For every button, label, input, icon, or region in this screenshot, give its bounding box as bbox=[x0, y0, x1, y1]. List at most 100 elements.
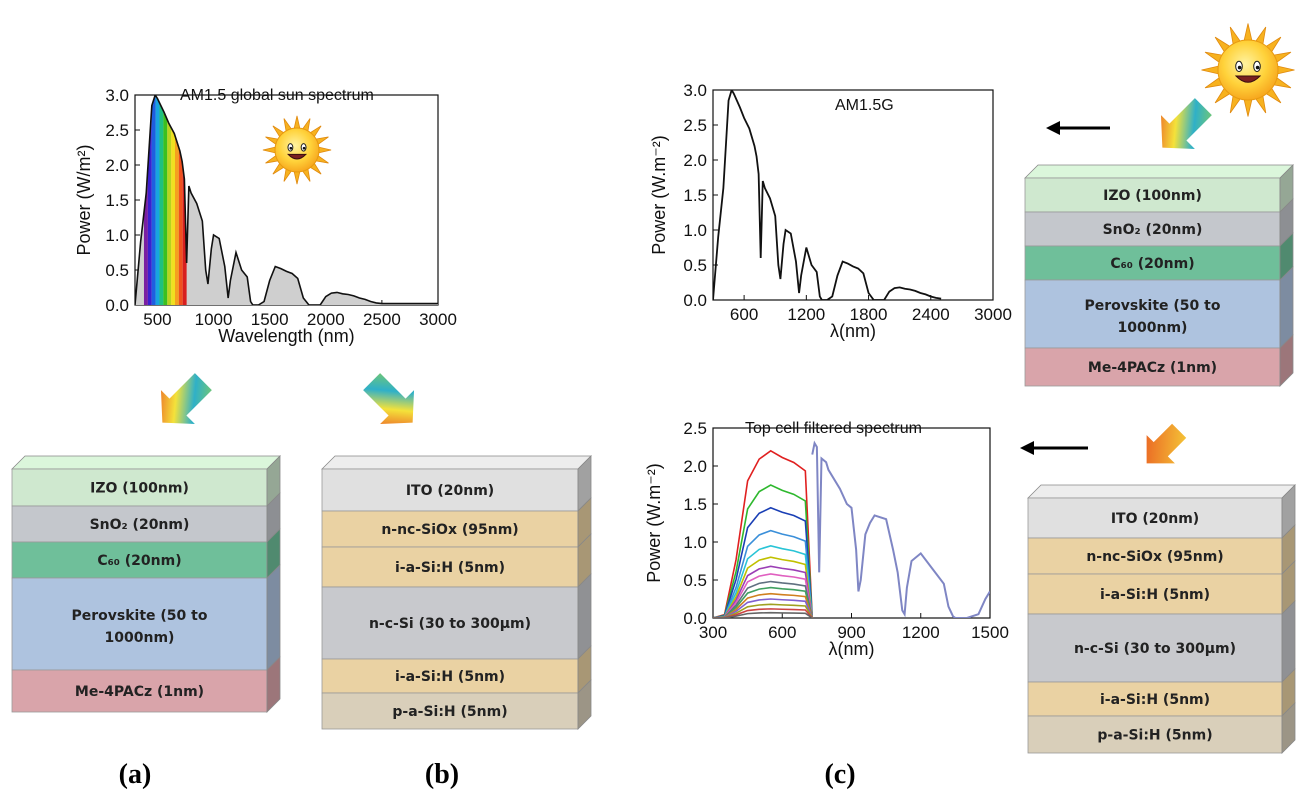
sun-icon bbox=[262, 115, 332, 185]
y-tick-label: 0.5 bbox=[683, 256, 707, 275]
plot-frame bbox=[712, 89, 994, 301]
y-tick-label: 2.5 bbox=[683, 116, 707, 135]
visible-spectrum-band bbox=[171, 127, 175, 305]
layer-side bbox=[577, 573, 592, 660]
layer-front bbox=[1024, 279, 1281, 349]
layer-front bbox=[321, 468, 579, 512]
y-tick-label: 1.0 bbox=[683, 221, 707, 240]
chart-title: AM1.5 global sun spectrum bbox=[180, 87, 374, 104]
layer-label: IZO (100nm) bbox=[1103, 188, 1202, 204]
layer-side bbox=[1279, 334, 1294, 387]
x-tick-label: 2400 bbox=[912, 305, 950, 324]
layer-front bbox=[1024, 177, 1281, 213]
sun-pupil bbox=[1255, 65, 1260, 70]
panel-label-c: (c) bbox=[824, 759, 855, 790]
layer-label: ITO (20nm) bbox=[1111, 511, 1199, 527]
visible-spectrum-band bbox=[182, 166, 187, 305]
y-tick-label: 2.0 bbox=[105, 156, 129, 175]
layer-front bbox=[1027, 537, 1283, 575]
layer-label: i-a-Si:H (5nm) bbox=[395, 669, 505, 685]
layer-side bbox=[266, 656, 281, 713]
layer-label: SnO₂ (20nm) bbox=[90, 517, 190, 533]
perovskite-stack-c: IZO (100nm)SnO₂ (20nm)C₆₀ (20nm)Perovski… bbox=[1024, 164, 1294, 387]
layer-front bbox=[11, 669, 268, 713]
y-tick-label: 0.0 bbox=[105, 296, 129, 315]
stack-top-face bbox=[1024, 164, 1294, 179]
y-tick-label: 0.5 bbox=[105, 261, 129, 280]
layer-side bbox=[577, 679, 592, 730]
chart-title: AM1.5G bbox=[835, 97, 894, 114]
gradient-arrow-icon bbox=[1160, 98, 1212, 150]
layer-label: i-a-Si:H (5nm) bbox=[1100, 587, 1210, 603]
x-tick-label: 3000 bbox=[419, 310, 457, 329]
sun-icon bbox=[1201, 23, 1295, 117]
filtered-series-line bbox=[713, 586, 814, 618]
filtered-series-line bbox=[713, 603, 813, 618]
x-tick-label: 1500 bbox=[971, 623, 1009, 642]
filtered-series-line bbox=[713, 529, 814, 618]
left-arrow-icon bbox=[1020, 441, 1088, 455]
sun-face bbox=[274, 127, 320, 173]
layer-label: 1000nm) bbox=[105, 630, 175, 646]
layer-label: p-a-Si:H (5nm) bbox=[392, 704, 507, 720]
x-axis-label: Wavelength (nm) bbox=[218, 326, 354, 346]
layer-front bbox=[11, 577, 268, 671]
y-axis-label: Power (W.m⁻²) bbox=[644, 463, 664, 583]
filtered-series-line bbox=[713, 573, 814, 618]
filtered-series-line bbox=[713, 580, 814, 618]
y-tick-label: 1.5 bbox=[105, 191, 129, 210]
layer-front bbox=[1024, 245, 1281, 281]
layer-label: C₆₀ (20nm) bbox=[97, 553, 181, 569]
layer-label: i-a-Si:H (5nm) bbox=[395, 560, 505, 576]
layer-label: IZO (100nm) bbox=[90, 481, 189, 497]
y-tick-label: 1.0 bbox=[105, 226, 129, 245]
x-tick-label: 1000 bbox=[195, 310, 233, 329]
x-tick-label: 2500 bbox=[363, 310, 401, 329]
stack-top-face bbox=[321, 455, 592, 470]
visible-spectrum-band bbox=[143, 167, 148, 305]
gradient-arrow-icon bbox=[363, 373, 415, 425]
y-tick-label: 0.5 bbox=[683, 571, 707, 590]
chart-title: Top cell filtered spectrum bbox=[745, 420, 922, 437]
y-tick-label: 1.5 bbox=[683, 186, 707, 205]
layer-front bbox=[1027, 573, 1283, 615]
y-tick-label: 3.0 bbox=[683, 81, 707, 100]
layer-side bbox=[1281, 702, 1296, 754]
y-tick-label: 2.0 bbox=[683, 151, 707, 170]
gradient-arrow-icon bbox=[1146, 423, 1187, 464]
filtered-series-line bbox=[713, 598, 813, 618]
x-tick-label: 3000 bbox=[974, 305, 1012, 324]
y-tick-label: 3.0 bbox=[105, 86, 129, 105]
spectrum-line bbox=[135, 95, 438, 305]
y-axis-label: Power (W.m⁻²) bbox=[649, 135, 669, 255]
plot-area bbox=[713, 90, 942, 300]
layer-front bbox=[11, 468, 268, 507]
sun-face bbox=[1217, 39, 1279, 101]
visible-spectrum-band bbox=[167, 119, 172, 305]
filtered-series-line bbox=[713, 611, 813, 618]
silicon-stack-b: ITO (20nm) n-nc-SiOx (95nm) i-a-Si:H (5nm)… bbox=[321, 455, 592, 730]
sun-mouth bbox=[287, 153, 307, 160]
x-axis-label: λ(nm) bbox=[830, 321, 876, 341]
filtered-series-line bbox=[713, 592, 814, 618]
layer-front bbox=[1027, 715, 1283, 754]
perovskite-stack-a: IZO (100nm)SnO₂ (20nm)C₆₀ (20nm)Perovski… bbox=[11, 455, 281, 713]
layer-label: n-nc-SiOx (95nm) bbox=[381, 522, 518, 538]
y-tick-label: 2.5 bbox=[683, 419, 707, 438]
visible-spectrum-band bbox=[174, 135, 179, 305]
layer-side bbox=[1279, 266, 1294, 349]
filtered-series-line bbox=[713, 506, 814, 618]
x-tick-label: 1800 bbox=[850, 305, 888, 324]
x-tick-label: 600 bbox=[730, 305, 758, 324]
y-tick-label: 2.0 bbox=[683, 457, 707, 476]
sun-pupil bbox=[289, 146, 293, 150]
layer-front bbox=[1027, 681, 1283, 717]
silicon-stack-c: ITO (20nm)n-nc-SiOx (95nm)i-a-Si:H (5nm)… bbox=[1027, 484, 1296, 754]
visible-spectrum-band bbox=[163, 110, 168, 305]
layer-label: ITO (20nm) bbox=[406, 483, 494, 499]
layer-front bbox=[321, 546, 579, 588]
spectrum-line bbox=[713, 90, 942, 300]
